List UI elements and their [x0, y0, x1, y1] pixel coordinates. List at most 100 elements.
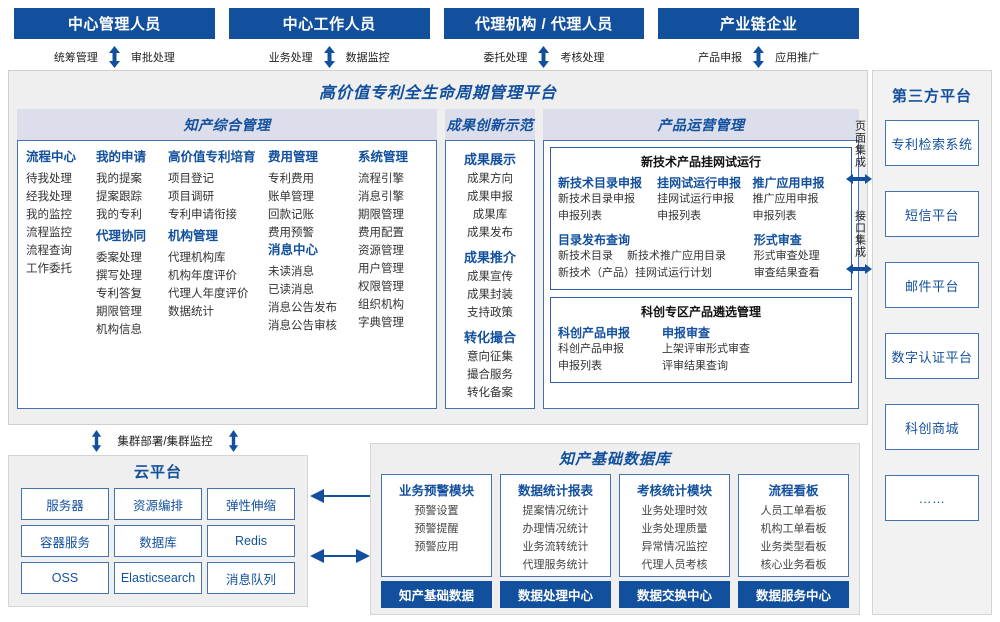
cloud-cell-elasticsearch[interactable]: Elasticsearch: [114, 562, 202, 594]
menu-item[interactable]: 评审结果查询: [662, 360, 728, 372]
menu-item[interactable]: 推广应用申报: [752, 193, 819, 205]
group-title-tuiguang-yingyong-shenbao[interactable]: 推广应用申报: [752, 176, 825, 190]
menu-item[interactable]: 新技术目录: [558, 250, 613, 262]
database-item[interactable]: 人员工单看板: [760, 505, 827, 517]
database-item[interactable]: 预警设置: [414, 505, 459, 517]
cloud-cell-resource-orchestration[interactable]: 资源编排: [114, 488, 202, 520]
group-title-zhuanhua-cuohe[interactable]: 转化撮合: [463, 330, 516, 345]
menu-item[interactable]: 成果库: [472, 209, 508, 221]
group-title-xinjishu-mulu-shenbao[interactable]: 新技术目录申报: [558, 176, 643, 190]
menu-item[interactable]: 项目登记: [168, 173, 214, 185]
cloud-cell-oss[interactable]: OSS: [21, 562, 109, 594]
group-title-gaojiazhi-peiyu[interactable]: 高价值专利培育: [168, 150, 256, 164]
role-title-center-staff[interactable]: 中心工作人员: [228, 8, 430, 39]
database-footer-processing-center[interactable]: 数据处理中心: [500, 581, 611, 608]
database-item[interactable]: 核心业务看板: [760, 559, 827, 571]
database-item[interactable]: 机构工单看板: [760, 523, 827, 535]
menu-item[interactable]: 账单管理: [268, 191, 314, 203]
cloud-cell-elastic-scaling[interactable]: 弹性伸缩: [207, 488, 295, 520]
menu-item[interactable]: 已读消息: [268, 284, 314, 296]
menu-item[interactable]: 资源管理: [358, 245, 404, 257]
menu-item[interactable]: 成果宣传: [467, 271, 513, 283]
menu-item[interactable]: 代理机构库: [168, 252, 226, 264]
group-title-liucheng-zhongxin[interactable]: 流程中心: [26, 150, 77, 164]
database-item[interactable]: 业务处理时效: [641, 505, 708, 517]
menu-item[interactable]: 成果方向: [467, 173, 513, 185]
menu-item[interactable]: 组织机构: [358, 299, 404, 311]
menu-item[interactable]: 流程引擎: [358, 173, 404, 185]
menu-item[interactable]: 消息引擎: [358, 191, 404, 203]
database-item[interactable]: 预警应用: [414, 541, 459, 553]
menu-item[interactable]: 期限管理: [96, 306, 142, 318]
database-item[interactable]: 提案情况统计: [522, 505, 589, 517]
database-item[interactable]: 代理人员考核: [641, 559, 708, 571]
group-title-jigou-guanli[interactable]: 机构管理: [168, 229, 219, 243]
database-footer-exchange-center[interactable]: 数据交换中心: [619, 581, 730, 608]
menu-item[interactable]: 代理人年度评价: [168, 288, 249, 300]
menu-item[interactable]: 支持政策: [467, 307, 513, 319]
menu-item[interactable]: 用户管理: [358, 263, 404, 275]
menu-item[interactable]: 回款记账: [268, 209, 314, 221]
role-title-center-manager[interactable]: 中心管理人员: [14, 8, 215, 39]
group-title-xingshi-shencha[interactable]: 形式审查: [753, 233, 802, 247]
menu-item[interactable]: 挂网试运行申报: [657, 193, 735, 205]
menu-item[interactable]: 新技术目录申报: [558, 193, 635, 205]
menu-item[interactable]: 消息公告审核: [268, 320, 337, 332]
menu-item[interactable]: 流程监控: [26, 227, 72, 239]
menu-item[interactable]: 消息公告发布: [268, 302, 337, 314]
menu-item[interactable]: 新技术推广应用目录: [627, 250, 726, 262]
group-title-dailixietong[interactable]: 代理协同: [96, 229, 147, 243]
menu-item[interactable]: 经我处理: [26, 191, 72, 203]
menu-item[interactable]: 专利答复: [96, 288, 142, 300]
role-title-agency[interactable]: 代理机构 / 代理人员: [443, 8, 645, 39]
third-party-item-more[interactable]: ……: [885, 475, 979, 521]
menu-item[interactable]: 转化备案: [467, 387, 513, 399]
menu-item[interactable]: 字典管理: [358, 317, 404, 329]
menu-item[interactable]: 我的专利: [96, 209, 142, 221]
database-item[interactable]: 预警提醒: [414, 523, 459, 535]
menu-item[interactable]: 科创产品申报: [558, 343, 624, 355]
menu-item[interactable]: 撰写处理: [96, 270, 142, 282]
menu-item[interactable]: 申报列表: [558, 210, 602, 222]
third-party-item-sms[interactable]: 短信平台: [885, 191, 979, 237]
menu-item[interactable]: 新技术（产品）挂网试运行计划: [558, 267, 712, 279]
database-item[interactable]: 业务处理质量: [641, 523, 708, 535]
database-item[interactable]: 办理情况统计: [522, 523, 589, 535]
menu-item[interactable]: 成果申报: [467, 191, 513, 203]
group-title-chengguo-tuijie[interactable]: 成果推介: [463, 250, 516, 265]
group-title-kechuang-chanpin-shenbao[interactable]: 科创产品申报: [558, 326, 631, 340]
group-title-feiyong-guanli[interactable]: 费用管理: [268, 150, 319, 164]
database-item[interactable]: 异常情况监控: [641, 541, 708, 553]
menu-item[interactable]: 申报列表: [752, 210, 797, 222]
group-title-wodeshenqing[interactable]: 我的申请: [96, 150, 147, 164]
third-party-item-digital-cert[interactable]: 数字认证平台: [885, 333, 979, 379]
third-party-item-email[interactable]: 邮件平台: [885, 262, 979, 308]
menu-item[interactable]: 工作委托: [26, 263, 72, 275]
menu-item[interactable]: 我的监控: [26, 209, 72, 221]
menu-item[interactable]: 待我处理: [26, 173, 72, 185]
menu-item[interactable]: 成果发布: [467, 227, 513, 239]
menu-item[interactable]: 专利费用: [268, 173, 314, 185]
menu-item[interactable]: 期限管理: [358, 209, 404, 221]
database-item[interactable]: 业务类型看板: [760, 541, 827, 553]
menu-item[interactable]: 委案处理: [96, 252, 142, 264]
menu-item[interactable]: 权限管理: [358, 281, 404, 293]
menu-item[interactable]: 我的提案: [96, 173, 142, 185]
menu-item[interactable]: 撮合服务: [467, 369, 513, 381]
third-party-item-patent-search[interactable]: 专利检索系统: [885, 120, 979, 166]
cloud-cell-redis[interactable]: Redis: [207, 525, 295, 557]
cloud-cell-container-service[interactable]: 容器服务: [21, 525, 109, 557]
menu-item[interactable]: 审查结果查看: [753, 267, 820, 279]
group-title-xiaoxi-zhongxin[interactable]: 消息中心: [268, 243, 319, 257]
menu-item[interactable]: 费用配置: [358, 227, 404, 239]
menu-item[interactable]: 项目调研: [168, 191, 214, 203]
menu-item[interactable]: 数据统计: [168, 306, 214, 318]
menu-item[interactable]: 意向征集: [467, 351, 513, 363]
cloud-cell-message-queue[interactable]: 消息队列: [207, 562, 295, 594]
menu-item[interactable]: 形式审查处理: [753, 250, 820, 262]
role-title-industry-enterprise[interactable]: 产业链企业: [658, 8, 859, 39]
database-item[interactable]: 业务流转统计: [522, 541, 589, 553]
group-title-mulu-fabu-chaxun[interactable]: 目录发布查询: [558, 233, 631, 247]
menu-item[interactable]: 申报列表: [558, 360, 602, 372]
menu-item[interactable]: 机构信息: [96, 324, 142, 336]
